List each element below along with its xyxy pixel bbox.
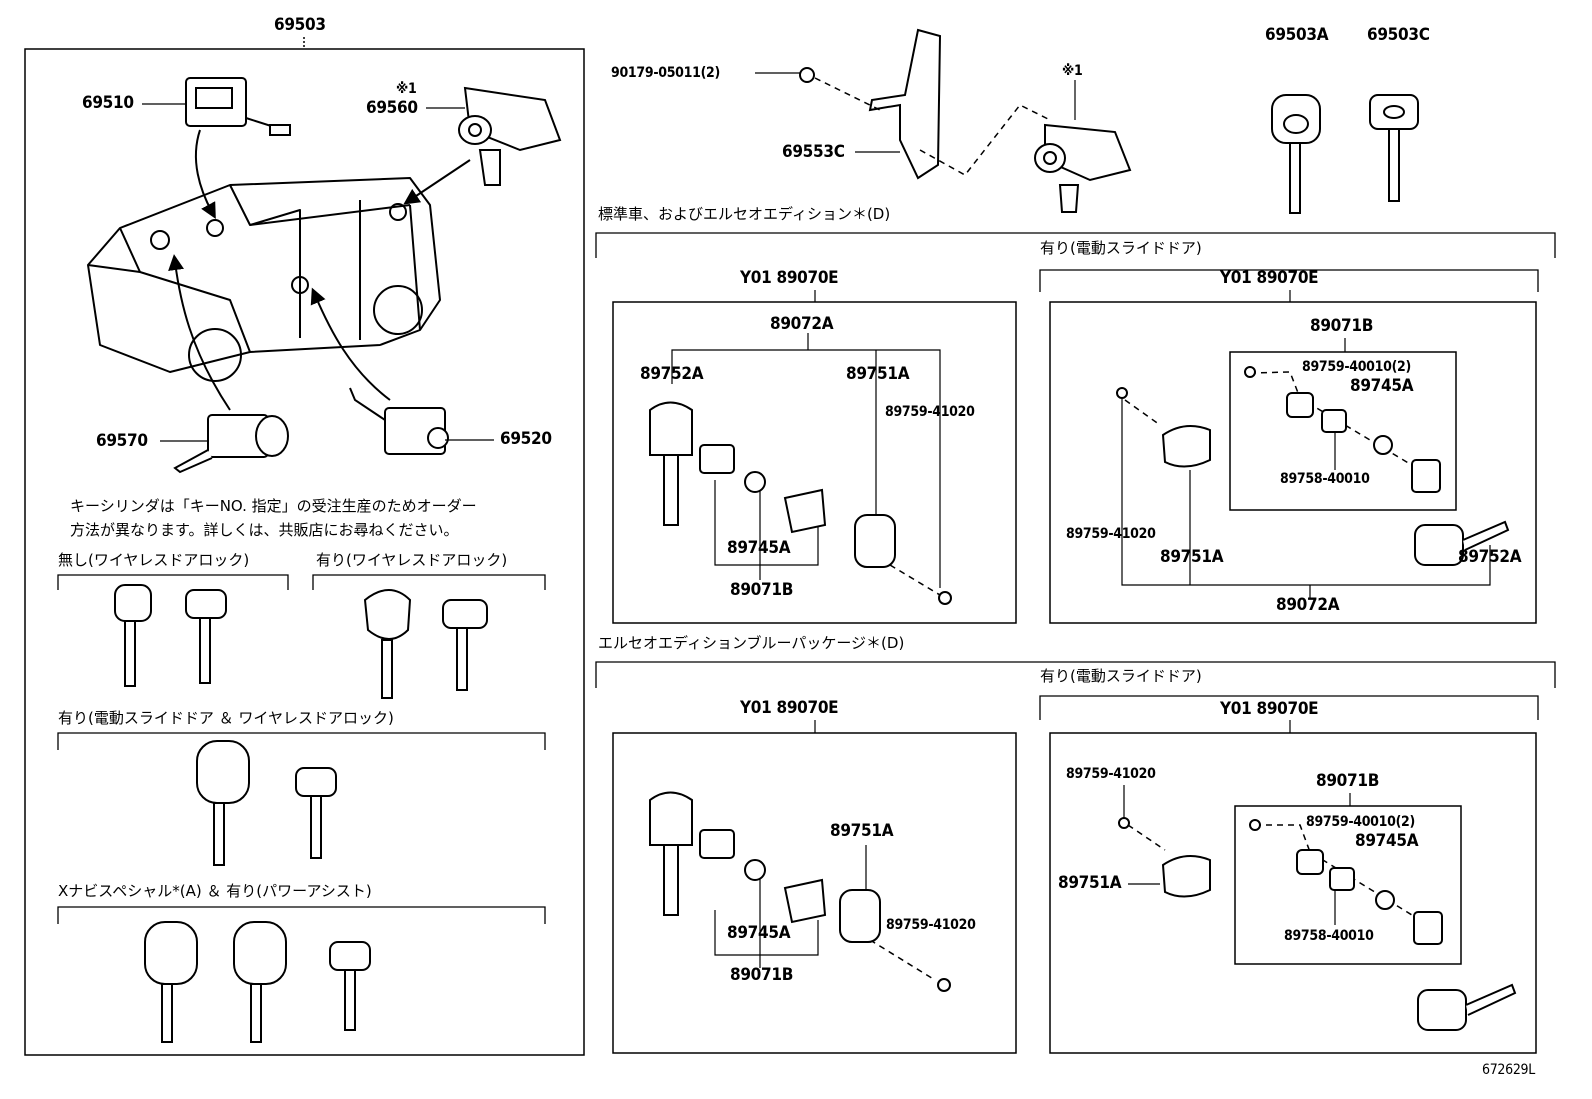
label-69560: 69560 bbox=[366, 98, 418, 118]
label-69503a: 69503A bbox=[1265, 25, 1329, 45]
label-89758-40010-tr: 89758-40010 bbox=[1280, 471, 1370, 487]
door-lock-69520 bbox=[349, 387, 449, 455]
dash-leaders-top bbox=[814, 77, 1051, 176]
leader-lines-top bbox=[755, 72, 1076, 153]
group-x-navi: Xナビスペシャル*(A) ＆ 有り(パワーアシスト) bbox=[58, 882, 372, 900]
kit-connectors bbox=[671, 290, 1491, 968]
label-89071b-br: 89071B bbox=[1316, 771, 1380, 791]
label-asterisk-1-left: ※1 bbox=[396, 81, 417, 97]
label-89759-41020-bl: 89759-41020 bbox=[886, 917, 976, 933]
label-89751a-br: 89751A bbox=[1058, 873, 1122, 893]
group-with-wireless: 有り(ワイヤレスドアロック) bbox=[316, 551, 508, 569]
label-89759-40010-tr: 89759-40010(2) bbox=[1302, 359, 1411, 375]
label-89071b-bl: 89071B bbox=[730, 965, 794, 985]
label-y01-tr: Y01 89070E bbox=[1220, 268, 1319, 288]
label-89759-41020-tr: 89759-41020 bbox=[1066, 526, 1156, 542]
label-89752a-tr: 89752A bbox=[1458, 547, 1522, 567]
label-69510: 69510 bbox=[82, 93, 134, 113]
label-asterisk-1-right: ※1 bbox=[1062, 63, 1083, 79]
label-y01-br: Y01 89070E bbox=[1220, 699, 1319, 719]
label-69570: 69570 bbox=[96, 431, 148, 451]
label-89745a-bl: 89745A bbox=[727, 923, 791, 943]
label-69520: 69520 bbox=[500, 429, 552, 449]
section-standard: 標準車、およびエルセオエディション＊(D) bbox=[598, 205, 891, 223]
group-power-slide-wireless: 有り(電動スライドドア ＆ ワイヤレスドアロック) bbox=[58, 709, 394, 727]
key-icons-left bbox=[114, 584, 488, 1043]
diagram-code: 672629L bbox=[1482, 1062, 1535, 1078]
label-89071b-tr: 89071B bbox=[1310, 316, 1374, 336]
label-89072a-tr: 89072A bbox=[1276, 595, 1340, 615]
order-note-line1: キーシリンダは「キーNO. 指定」の受注生産のためオーダー bbox=[70, 497, 477, 515]
label-69503c: 69503C bbox=[1367, 25, 1430, 45]
order-note: キーシリンダは「キーNO. 指定」の受注生産のためオーダー 方法が異なります。詳… bbox=[70, 494, 477, 542]
assembly-69503-frame bbox=[24, 37, 585, 1056]
vehicle-illustration bbox=[87, 177, 441, 382]
ignition-cylinder-69570 bbox=[173, 414, 289, 474]
lock-cylinder-right bbox=[1034, 123, 1132, 213]
section-brackets bbox=[595, 232, 1556, 720]
group-no-wireless: 無し(ワイヤレスドアロック) bbox=[58, 551, 250, 569]
label-y01-tl: Y01 89070E bbox=[740, 268, 839, 288]
label-89071b-tl: 89071B bbox=[730, 580, 794, 600]
label-89751a-tl: 89751A bbox=[846, 364, 910, 384]
kit-parts-shapes bbox=[649, 366, 1517, 1031]
lock-cylinder-69560 bbox=[458, 86, 562, 186]
label-89745a-tl: 89745A bbox=[727, 538, 791, 558]
label-89751a-bl: 89751A bbox=[830, 821, 894, 841]
label-89751a-tr: 89751A bbox=[1160, 547, 1224, 567]
order-note-line2: 方法が異なります。詳しくは、共販店にお尋ねください。 bbox=[70, 521, 459, 539]
label-90179-05011: 90179-05011(2) bbox=[611, 65, 720, 81]
keys-69503a-69503c bbox=[1271, 94, 1419, 214]
label-89759-40010-br: 89759-40010(2) bbox=[1306, 814, 1415, 830]
label-69553c: 69553C bbox=[782, 142, 845, 162]
label-89752a-tl: 89752A bbox=[640, 364, 704, 384]
section-power-slide-top: 有り(電動スライドドア) bbox=[1040, 239, 1202, 257]
section-blue-package: エルセオエディションブルーパッケージ＊(D) bbox=[598, 634, 905, 652]
section-power-slide-bottom: 有り(電動スライドドア) bbox=[1040, 667, 1202, 685]
label-89745a-tr: 89745A bbox=[1350, 376, 1414, 396]
label-89072a-tl: 89072A bbox=[770, 314, 834, 334]
label-89759-41020-br: 89759-41020 bbox=[1066, 766, 1156, 782]
label-69503: 69503 bbox=[274, 15, 326, 35]
label-89758-40010-br: 89758-40010 bbox=[1284, 928, 1374, 944]
kit-boxes bbox=[612, 301, 1537, 1054]
bracket-69553c bbox=[799, 28, 942, 180]
kit-dash-leaders bbox=[869, 371, 1421, 981]
door-lock-69510 bbox=[185, 77, 291, 136]
key-group-brackets bbox=[57, 574, 546, 924]
label-89745a-br: 89745A bbox=[1355, 831, 1419, 851]
leader-lines-left bbox=[142, 103, 494, 442]
label-y01-bl: Y01 89070E bbox=[740, 698, 839, 718]
position-arrows bbox=[168, 129, 471, 411]
label-89759-41020-tl: 89759-41020 bbox=[885, 404, 975, 420]
